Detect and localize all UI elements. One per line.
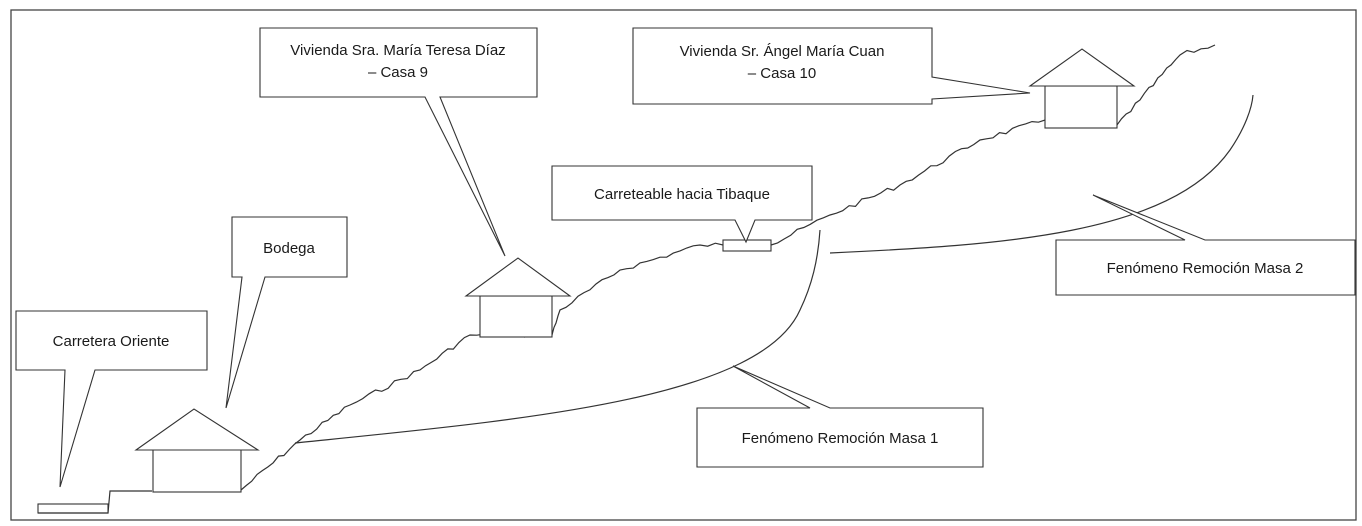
callout-casa-10-line1: Vivienda Sr. Ángel María Cuan xyxy=(680,43,885,60)
callout-masa-2-text: Fenómeno Remoción Masa 2 xyxy=(1107,260,1304,277)
house-casa-10-icon xyxy=(1028,48,1136,129)
callout-carreteable-text: Carreteable hacia Tibaque xyxy=(594,186,770,203)
house-bodega-icon xyxy=(134,408,260,493)
callout-casa-10-line2: – Casa 10 xyxy=(748,65,816,82)
callout-bodega-text: Bodega xyxy=(263,240,315,257)
slip-surface-masa-1 xyxy=(294,229,821,444)
diagram-frame xyxy=(10,9,1357,521)
callout-masa-2: Fenómeno Remoción Masa 2 xyxy=(1055,194,1356,296)
callout-carretera-oriente: Carretera Oriente xyxy=(15,310,208,488)
callout-casa-9: Vivienda Sra. María Teresa Díaz – Casa 9 xyxy=(259,27,538,257)
callout-masa-1: Fenómeno Remoción Masa 1 xyxy=(696,365,984,468)
callout-casa-9-line1: Vivienda Sra. María Teresa Díaz xyxy=(290,42,505,59)
road-carretera-oriente xyxy=(37,490,152,514)
slip-surface-masa-2 xyxy=(829,94,1254,254)
road-carreteable-tibaque xyxy=(722,239,772,252)
house-casa-9-icon xyxy=(464,257,572,338)
callout-casa-9-line2: – Casa 9 xyxy=(368,64,428,81)
callout-carreteable: Carreteable hacia Tibaque xyxy=(551,165,813,244)
callout-masa-1-text: Fenómeno Remoción Masa 1 xyxy=(742,430,939,447)
callout-casa-10: Vivienda Sr. Ángel María Cuan – Casa 10 xyxy=(632,27,1031,105)
callout-carretera-oriente-text: Carretera Oriente xyxy=(53,333,170,350)
callout-bodega: Bodega xyxy=(225,216,348,409)
